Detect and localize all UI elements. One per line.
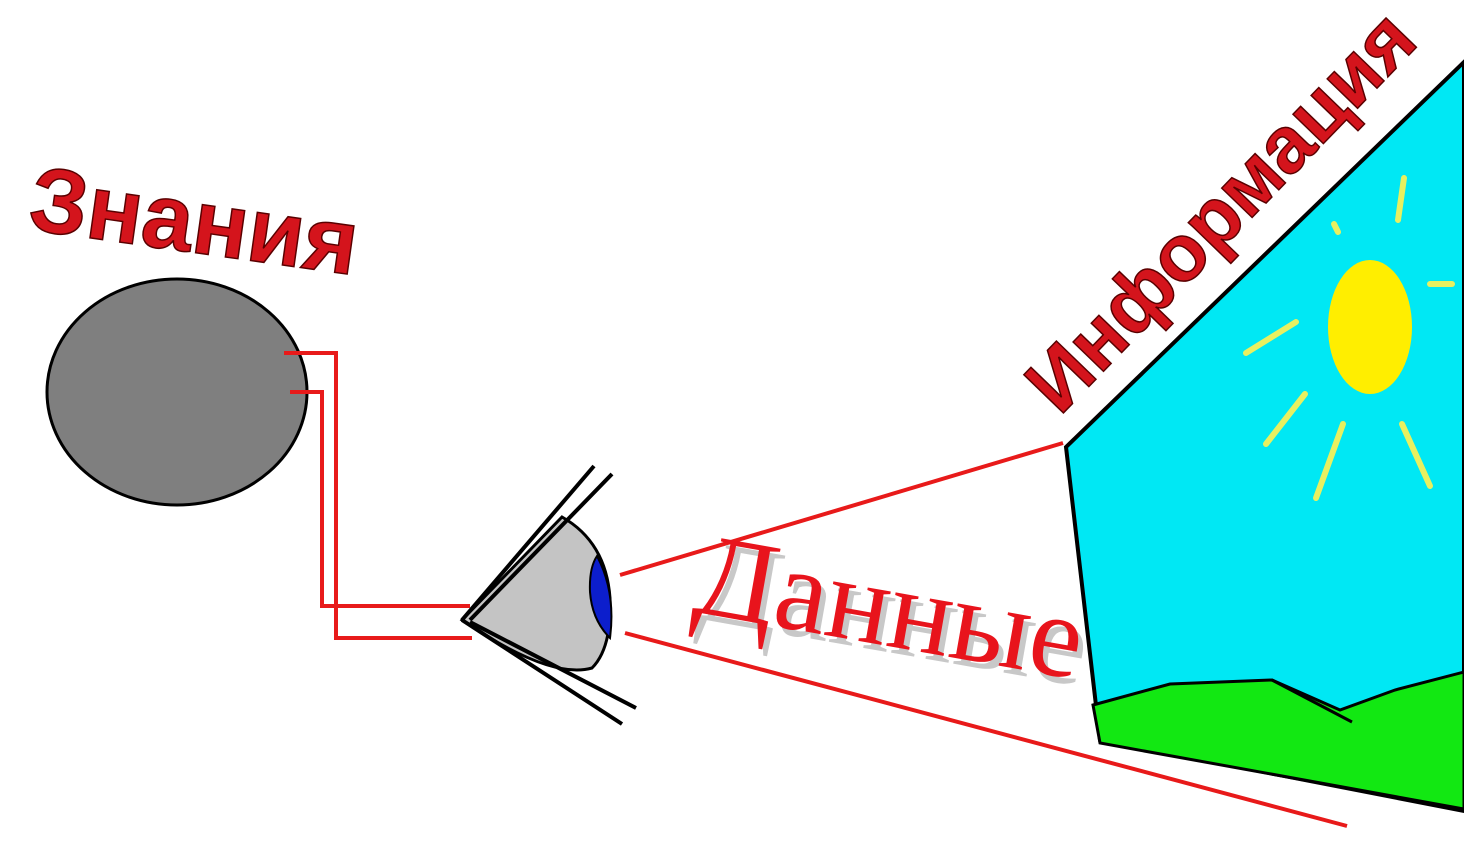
label-knowledge: Знания: [24, 148, 365, 295]
grass-hills: [1093, 672, 1464, 809]
label-data-group: Данные Данные: [687, 508, 1100, 712]
sun-disc: [1328, 260, 1412, 394]
nerve-line-inner: [290, 392, 470, 606]
nerve-line-outer: [284, 353, 472, 638]
sun-ray: [1334, 224, 1338, 232]
head-circle: [47, 279, 307, 505]
eye-icon: [462, 466, 636, 724]
